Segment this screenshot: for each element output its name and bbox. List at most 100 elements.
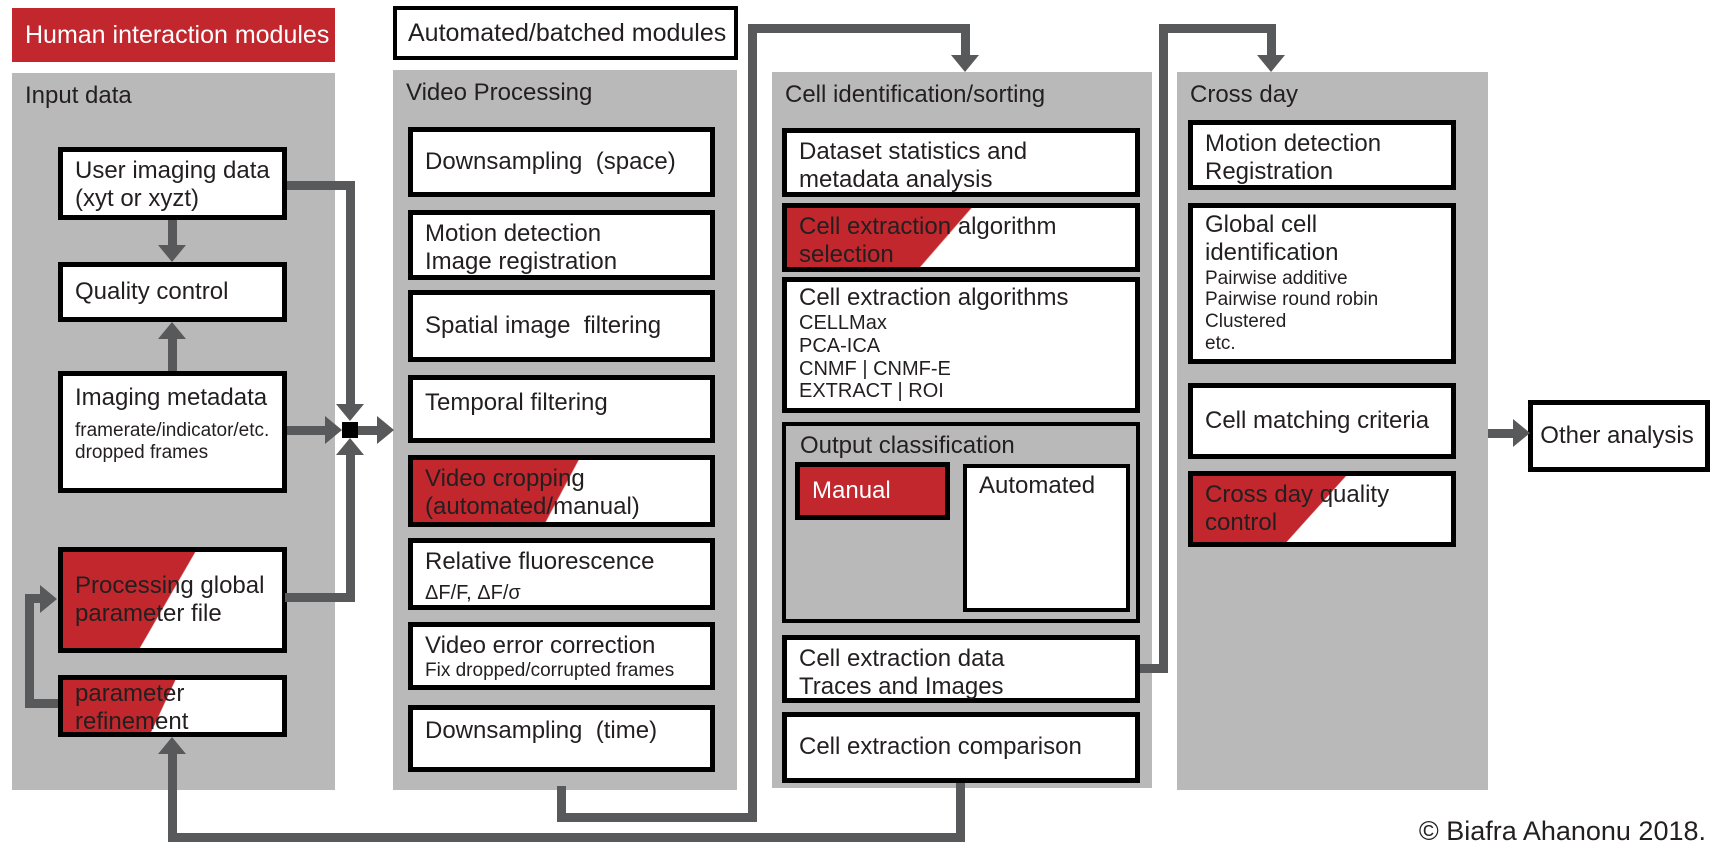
box-automated-classification: Automated xyxy=(963,464,1130,612)
arrow-user-to-quality-shaft xyxy=(168,220,177,246)
error-correction-line1: Video error correction xyxy=(425,632,656,659)
loop-refine-h-top xyxy=(34,594,41,603)
panel-crossday-title: Cross day xyxy=(1190,81,1299,108)
cd-motion-line2: Registration xyxy=(1205,158,1334,186)
box-downsampling-space: Downsampling (space) xyxy=(408,127,715,197)
celldata-to-crossday-head xyxy=(1257,55,1285,72)
crossday-to-other-shaft xyxy=(1488,429,1514,438)
box-cell-matching-criteria: Cell matching criteria xyxy=(1188,383,1456,459)
panel-cellid-title: Cell identification/sorting xyxy=(785,81,1046,108)
arrow-user-to-junction-v xyxy=(346,181,355,404)
algorithm-item-pca-ica: PCA-ICA xyxy=(799,334,881,357)
loop-refine-h-bottom xyxy=(25,699,58,708)
rel-fluorescence-sub: ΔF/F, ΔF/σ xyxy=(425,582,521,605)
loop-refine-head xyxy=(40,585,57,613)
celldata-to-crossday-v2 xyxy=(1267,24,1276,56)
dataset-stats-line1: Dataset statistics and xyxy=(799,138,1028,165)
subpanel-output-classification: Output classification Manual Automated xyxy=(782,422,1140,623)
arrow-metadata-to-quality-head xyxy=(158,322,186,339)
arrow-junction-to-video-head xyxy=(377,416,394,444)
panel-cell-identification: Cell identification/sorting Dataset stat… xyxy=(772,72,1152,788)
legend-automated: Automated/batched modules xyxy=(393,6,738,60)
extraction-data-line2: Traces and Images xyxy=(799,673,1004,701)
panel-input-data: Input data User imaging data (xyt or xyz… xyxy=(12,73,335,790)
rel-fluorescence-line1: Relative fluorescence xyxy=(425,548,655,575)
box-parameter-refinement: parameter refinement xyxy=(58,675,287,737)
box-dataset-statistics: Dataset statistics and metadata analysis xyxy=(782,128,1140,197)
video-cropping-line2: (automated/manual) xyxy=(425,493,640,521)
celldata-to-crossday-h2 xyxy=(1159,24,1276,33)
vp-to-cellid-v2 xyxy=(748,24,757,822)
box-relative-fluorescence: Relative fluorescence ΔF/F, ΔF/σ xyxy=(408,538,715,610)
feedback-refine-v xyxy=(168,754,177,842)
global-id-line2: identification xyxy=(1205,239,1339,267)
celldata-to-crossday-h1 xyxy=(1140,664,1168,673)
box-global-cell-identification: Global cell identification Pairwise addi… xyxy=(1188,203,1456,364)
box-crossday-motion-detection: Motion detection Registration xyxy=(1188,120,1456,190)
arrow-user-to-quality-head xyxy=(158,245,186,262)
user-imaging-line1: User imaging data xyxy=(75,157,270,184)
arrow-paramfile-to-junction-h xyxy=(285,593,355,602)
loop-refine-v xyxy=(25,594,34,708)
box-other-analysis: Other analysis xyxy=(1528,400,1710,472)
dataset-stats-line2: metadata analysis xyxy=(799,166,993,194)
box-quality-control: Quality control xyxy=(58,262,287,322)
automated-label: Automated xyxy=(979,472,1096,499)
user-imaging-line2: (xyt or xyzt) xyxy=(75,185,199,213)
extraction-data-line1: Cell extraction data xyxy=(799,645,1005,672)
param-refine-line2: refinement xyxy=(75,708,189,736)
box-cell-extraction-algo-selection: Cell extraction algorithm selection xyxy=(782,203,1140,272)
legend-automated-label: Automated/batched modules xyxy=(408,18,727,47)
algorithm-item-extract-roi: EXTRACT | ROI xyxy=(799,380,944,403)
arrow-metadata-to-quality-shaft xyxy=(168,339,177,371)
arrow-junction-to-video-shaft xyxy=(358,426,378,435)
imaging-metadata-sub2: dropped frames xyxy=(75,442,209,464)
spatial-filtering-label: Spatial image filtering xyxy=(425,311,662,339)
legend-human-interaction: Human interaction modules xyxy=(12,8,335,62)
celldata-to-crossday-v1 xyxy=(1159,24,1168,673)
global-id-item-pairwise-round-robin: Pairwise round robin xyxy=(1205,289,1379,311)
box-cell-extraction-comparison: Cell extraction comparison xyxy=(782,712,1140,783)
vp-to-cellid-v3 xyxy=(961,24,970,56)
feedback-long-h xyxy=(168,833,965,842)
output-classification-title: Output classification xyxy=(800,432,1015,459)
algorithm-item-cnmf: CNMF | CNMF-E xyxy=(799,357,951,380)
cd-quality-line2: control xyxy=(1205,509,1278,537)
legend-human-label: Human interaction modules xyxy=(25,20,330,49)
arrow-user-to-junction-h xyxy=(287,181,355,190)
other-analysis-label: Other analysis xyxy=(1540,421,1694,449)
crossday-to-other-head xyxy=(1513,419,1530,447)
panel-input-title: Input data xyxy=(25,82,132,109)
box-imaging-metadata: Imaging metadata framerate/indicator/etc… xyxy=(58,371,287,493)
box-user-imaging-data: User imaging data (xyt or xyzt) xyxy=(58,147,287,220)
extraction-comparison-label: Cell extraction comparison xyxy=(799,733,1082,761)
vp-motion-line2: Image registration xyxy=(425,248,618,276)
vp-to-cellid-head xyxy=(951,55,979,72)
video-cropping-line1: Video cropping xyxy=(425,465,585,492)
manual-label: Manual xyxy=(812,476,891,504)
vp-to-cellid-v1 xyxy=(557,786,566,822)
vp-to-cellid-h1 xyxy=(557,813,757,822)
box-downsampling-time: Downsampling (time) xyxy=(408,705,715,772)
vp-to-cellid-h2 xyxy=(748,24,970,33)
box-video-cropping: Video cropping (automated/manual) xyxy=(408,455,715,527)
arrow-metadata-to-junction-shaft xyxy=(287,426,326,435)
vp-motion-line1: Motion detection xyxy=(425,220,602,247)
panel-video-title: Video Processing xyxy=(406,79,593,106)
imaging-metadata-line1: Imaging metadata xyxy=(75,384,268,411)
imaging-metadata-sub1: framerate/indicator/etc. xyxy=(75,420,270,442)
cell-matching-label: Cell matching criteria xyxy=(1205,406,1430,434)
algorithm-item-cellmax: CELLMax xyxy=(799,312,887,335)
error-correction-sub: Fix dropped/corrupted frames xyxy=(425,660,675,682)
algo-selection-line2: selection xyxy=(799,241,894,269)
downsampling-space-label: Downsampling (space) xyxy=(425,147,676,175)
param-refine-line1: parameter xyxy=(75,680,185,707)
box-cross-day-quality-control: Cross day quality control xyxy=(1188,471,1456,547)
box-cell-extraction-data: Cell extraction data Traces and Images xyxy=(782,635,1140,703)
box-temporal-filtering: Temporal filtering xyxy=(408,375,715,443)
arrow-metadata-to-junction-head xyxy=(325,416,342,444)
algorithms-header: Cell extraction algorithms xyxy=(799,284,1069,311)
global-id-item-etc: etc. xyxy=(1205,333,1236,355)
box-cell-extraction-algorithms: Cell extraction algorithms CELLMax PCA-I… xyxy=(782,277,1140,413)
